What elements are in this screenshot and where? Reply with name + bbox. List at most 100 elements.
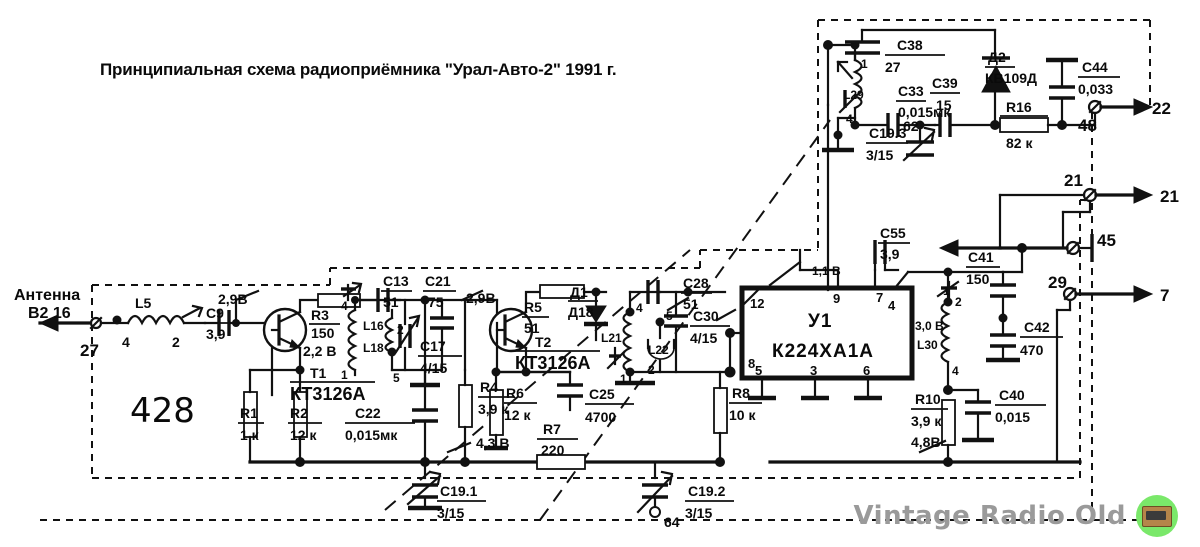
transistor-T2 bbox=[488, 290, 547, 374]
label-R1-ref: R1 bbox=[240, 405, 258, 421]
block-boundary-left bbox=[91, 249, 1080, 479]
label-R10-ref: R10 bbox=[915, 391, 941, 407]
capacitor-C21 bbox=[423, 298, 467, 372]
label-L29: L29 bbox=[843, 88, 864, 102]
diode-D1 bbox=[584, 290, 608, 342]
label-L18-tap2: 5 bbox=[393, 371, 400, 385]
terminal-45 bbox=[938, 234, 1094, 274]
capacitor-C22 bbox=[412, 368, 438, 464]
label-R16-ref: R16 bbox=[1006, 99, 1032, 115]
capacitor-C19-3 bbox=[902, 123, 936, 162]
node-gnd-rail-4 bbox=[715, 457, 725, 467]
wire-voltage-48b bbox=[918, 439, 947, 454]
label-R10-value: 3,9 к bbox=[911, 413, 942, 429]
label-C55-ref: C55 bbox=[880, 225, 906, 241]
label-L5: L5 bbox=[135, 295, 152, 311]
label-L18: L18 bbox=[363, 341, 384, 355]
label-L30-tap1: 1 bbox=[943, 284, 950, 298]
label-L16-tap2: 1 bbox=[341, 368, 348, 382]
wire-voltage-tap-1 bbox=[234, 289, 260, 302]
label-L30-tap4: 4 bbox=[952, 364, 959, 378]
antenna-input bbox=[38, 314, 122, 332]
label-R8-ref: R8 bbox=[732, 385, 750, 401]
label-C39-value: 15 bbox=[936, 97, 952, 113]
label-C40-ref: C40 bbox=[999, 387, 1025, 403]
wire-voltage-11b bbox=[768, 260, 802, 287]
label-R5-value: 51 bbox=[524, 320, 540, 336]
resistor-R16 bbox=[999, 117, 1097, 133]
label-R5-ref: R5 bbox=[524, 299, 542, 315]
label-D1-type: Д18 bbox=[568, 304, 594, 320]
antenna-terminal-number: 27 bbox=[80, 341, 99, 360]
label-C19-1-value: 3/15 bbox=[437, 505, 464, 521]
diode-D2 bbox=[981, 28, 1011, 127]
label-R2-value: 12 к bbox=[290, 427, 317, 443]
label-R6-value: 12 к bbox=[504, 407, 531, 423]
trimmer-L21 bbox=[606, 346, 626, 370]
label-L30: L30 bbox=[917, 338, 938, 352]
trimmer-symbol-top bbox=[341, 281, 363, 302]
label-D2-type: КВ109Д bbox=[985, 70, 1037, 86]
inductor-L30 bbox=[906, 270, 960, 395]
label-ic-pin-12: 12 bbox=[750, 296, 764, 311]
capacitor-C40 bbox=[946, 388, 994, 443]
label-L22: L22 bbox=[648, 343, 669, 357]
capacitor-C38 bbox=[853, 113, 937, 137]
resistor-R1 bbox=[243, 368, 274, 464]
label-ic-ref: У1 bbox=[808, 311, 832, 332]
capacitor-C55 bbox=[873, 240, 900, 272]
terminal-pad-48: 48 bbox=[1078, 116, 1097, 135]
voltage-pin9: 1,1 B bbox=[812, 264, 841, 278]
label-R1-value: 1 к bbox=[240, 427, 260, 443]
label-C42-ref: C42 bbox=[1024, 319, 1050, 335]
page-title: Принципиальная схема радиоприёмника "Ура… bbox=[100, 60, 617, 79]
capacitor-C13 bbox=[353, 288, 430, 372]
watermark-text: Vintage Radio Old bbox=[853, 501, 1126, 531]
label-C33-value: 27 bbox=[885, 59, 901, 75]
block-boundary-bottom bbox=[40, 112, 1150, 521]
inductor-L5 bbox=[115, 304, 207, 326]
label-ic-pin-3: 3 bbox=[810, 363, 817, 378]
resistor-R6 bbox=[484, 367, 508, 451]
capacitor-C39 bbox=[933, 113, 1000, 137]
label-C22-value: 0,015мк bbox=[345, 427, 398, 443]
terminal-pad-21: 21 bbox=[1064, 171, 1083, 190]
watermark: Vintage Radio Old bbox=[853, 495, 1178, 537]
label-L5-tap1: 4 bbox=[122, 334, 130, 350]
capacitor-C42 bbox=[986, 313, 1020, 363]
label-C39-ref: C39 bbox=[932, 75, 958, 91]
capacitor-C19-1 bbox=[406, 460, 442, 511]
label-C44-value: 0,033 bbox=[1078, 81, 1113, 97]
label-T1-ref: T1 bbox=[310, 365, 327, 381]
label-L29-tap1: 1 bbox=[861, 57, 868, 71]
label-R6-ref: R6 bbox=[506, 385, 524, 401]
voltage-t2-emitter: 4,3 B bbox=[476, 435, 509, 451]
capacitor-C33 bbox=[823, 28, 997, 292]
inductor-L29 bbox=[822, 40, 863, 153]
label-C42-value: 470 bbox=[1020, 342, 1044, 358]
terminal-29-7 bbox=[1055, 285, 1154, 464]
number-64: 64 bbox=[664, 514, 680, 530]
label-ic-pin-5: 5 bbox=[755, 363, 762, 378]
voltage-pin4: 3,0 B bbox=[915, 319, 944, 333]
label-R4-ref: R4 bbox=[480, 379, 498, 395]
label-ic-pin-8: 8 bbox=[748, 356, 755, 371]
label-C21-value: 75 bbox=[428, 294, 444, 310]
voltage-t2-base: 2,9B bbox=[466, 290, 496, 306]
capacitor-C19-2 bbox=[636, 460, 674, 518]
label-L16: L16 bbox=[363, 319, 384, 333]
label-C44-ref: C44 bbox=[1082, 59, 1108, 75]
capacitor-C28 bbox=[628, 280, 727, 304]
resistor-R7 bbox=[536, 454, 586, 470]
label-C19-3-value: 3/15 bbox=[866, 147, 893, 163]
terminal-out-21: 21 bbox=[1160, 187, 1179, 206]
terminal-out-22: 22 bbox=[1152, 99, 1171, 118]
node-gnd-rail-3 bbox=[460, 457, 470, 467]
trimmer-cap-1 bbox=[394, 298, 421, 372]
label-C28-ref: C28 bbox=[683, 275, 709, 291]
label-R7-ref: R7 bbox=[543, 421, 561, 437]
label-T2-type: КТ3126А bbox=[515, 353, 590, 373]
label-T2-ref: T2 bbox=[535, 334, 552, 350]
wire-voltage-tap-2 bbox=[460, 289, 484, 302]
